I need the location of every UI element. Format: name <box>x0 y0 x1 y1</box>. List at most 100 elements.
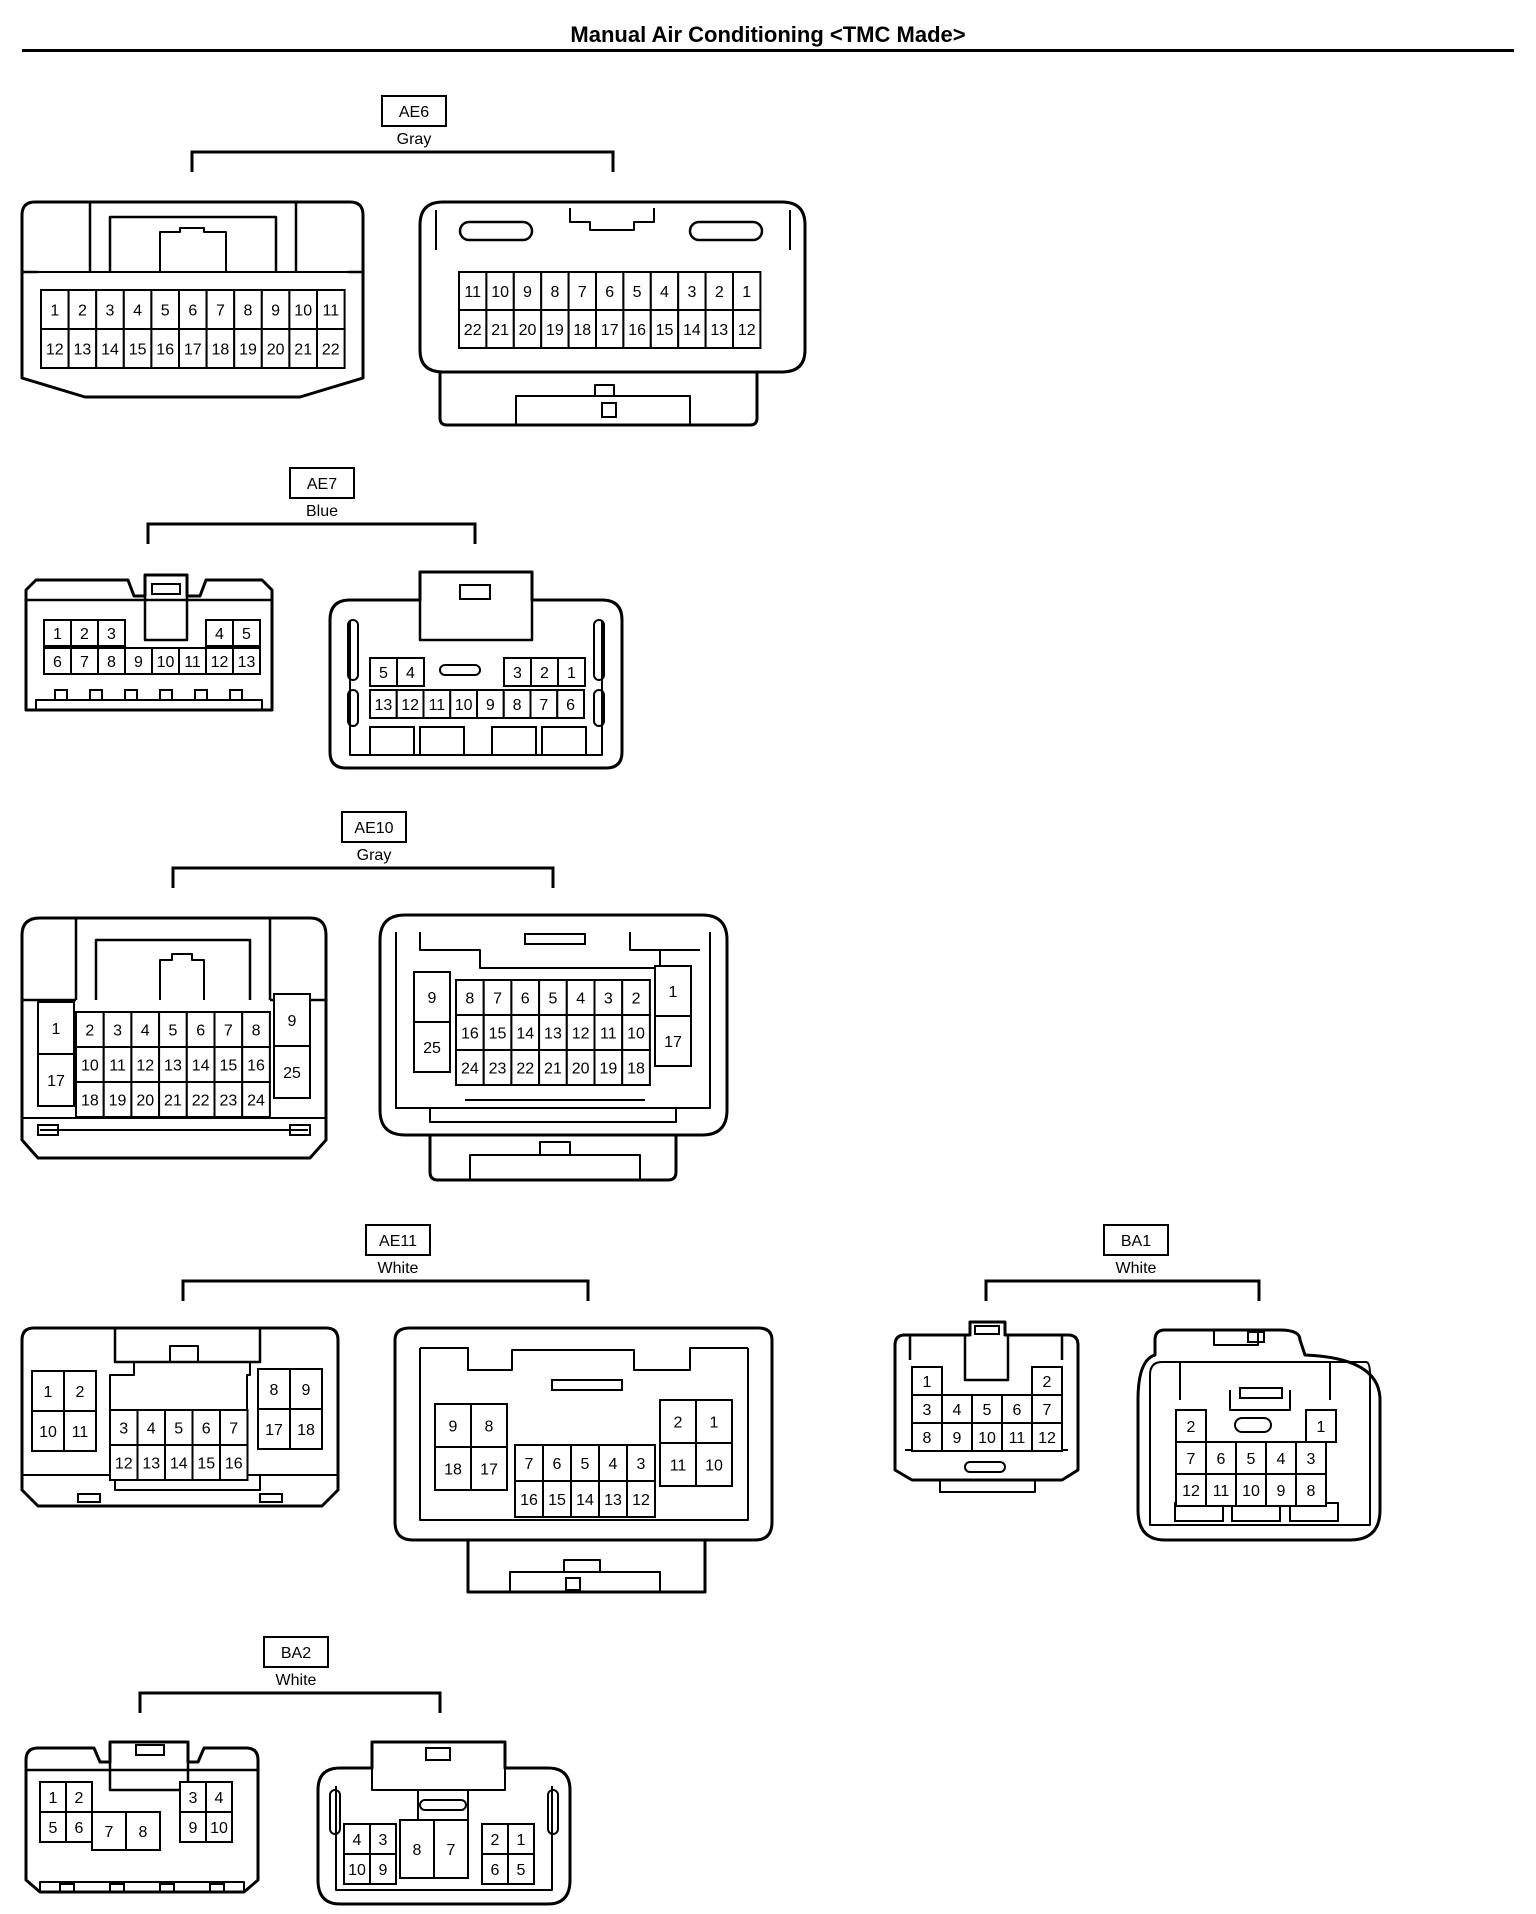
housing-outline <box>428 1135 678 1182</box>
pairing-bracket <box>138 1691 442 1713</box>
pin-number: 6 <box>75 1820 84 1837</box>
connector-id-box <box>381 95 447 127</box>
connector-pin: 6 <box>185 1011 216 1048</box>
pin-cell <box>570 1480 600 1518</box>
connector-pin: 8 <box>1295 1473 1327 1507</box>
pin-number: 6 <box>1217 1451 1226 1468</box>
connector-pin: 13 <box>67 328 98 369</box>
pin-number: 12 <box>211 654 229 671</box>
pin-cell <box>40 328 70 369</box>
pin-number: 12 <box>1182 1483 1200 1500</box>
connector-pin: 13 <box>598 1480 628 1518</box>
connector-pin: 11 <box>458 271 488 311</box>
connector-pin: 6 <box>1205 1441 1237 1475</box>
connector-pin: 21 <box>538 1049 568 1086</box>
housing-outline <box>419 932 700 969</box>
connector-pin: 17 <box>470 1446 508 1491</box>
connector-pin: 19 <box>540 309 570 349</box>
pin-number: 7 <box>1043 1402 1052 1419</box>
pin-cell <box>70 647 99 675</box>
pin-number: 7 <box>578 284 587 301</box>
connector-pin: 3 <box>369 1823 397 1855</box>
connector-pin: 9 <box>941 1422 973 1452</box>
pin-cell <box>732 309 762 349</box>
pin-number: 10 <box>491 284 509 301</box>
pin-cell <box>97 647 126 675</box>
pin-number: 17 <box>601 322 619 339</box>
connector-pin: 1 <box>31 1370 65 1412</box>
connector-color: White <box>378 1260 419 1277</box>
pin-number: 17 <box>47 1073 65 1090</box>
connector-pin: 1 <box>43 619 72 647</box>
connector-pin: 5 <box>150 289 180 330</box>
connector-pin: 6 <box>595 271 625 311</box>
pin-number: 13 <box>710 322 728 339</box>
pin-cell <box>95 328 125 369</box>
connector-pin: 6 <box>481 1853 509 1885</box>
pin-number: 6 <box>196 1023 205 1040</box>
connector-pin: 1 <box>732 271 762 311</box>
pin-cell <box>109 1409 139 1446</box>
pin-cell <box>502 689 532 719</box>
connector-pin: 5 <box>971 1394 1003 1424</box>
connector-pin: 10 <box>621 1014 651 1051</box>
pin-number: 10 <box>705 1458 723 1475</box>
connector-pin: 15 <box>191 1444 221 1481</box>
connector-pin: 2 <box>1175 1409 1207 1443</box>
pin-cell <box>260 328 291 369</box>
connector-pin: 7 <box>1031 1394 1063 1424</box>
pin-number: 6 <box>491 1862 500 1879</box>
pin-number: 14 <box>101 342 119 359</box>
connector-pin: 14 <box>677 309 707 349</box>
connector-pin: 22 <box>316 328 346 369</box>
connector-color: White <box>276 1672 317 1689</box>
pin-number: 13 <box>544 1026 562 1043</box>
housing-outline <box>1179 1362 1331 1411</box>
connector-pin: 10 <box>151 647 180 675</box>
pin-number: 18 <box>212 342 230 359</box>
connector-pin: 12 <box>565 1014 596 1051</box>
connector-pin: 10 <box>971 1422 1003 1452</box>
pin-number: 5 <box>517 1862 526 1879</box>
pin-cell <box>151 647 180 675</box>
pin-number: 20 <box>519 322 537 339</box>
pin-number: 8 <box>270 1382 279 1399</box>
connector-pin: 12 <box>626 1480 656 1518</box>
connector-pin: 3 <box>503 657 532 687</box>
housing-outline <box>893 1320 1080 1482</box>
connector-pin: 11 <box>1205 1473 1237 1507</box>
housing-outline <box>438 372 759 427</box>
pin-number: 3 <box>379 1832 388 1849</box>
pin-cell <box>396 657 425 687</box>
connector-pin: 7 <box>70 647 99 675</box>
pairing-bracket <box>190 150 615 172</box>
pin-number: 10 <box>978 1430 996 1447</box>
pin-number: 10 <box>81 1058 99 1075</box>
pin-cell <box>413 1021 451 1073</box>
pin-number: 10 <box>1242 1483 1260 1500</box>
pin-number: 4 <box>353 1832 362 1849</box>
pin-number: 11 <box>670 1458 687 1475</box>
pin-number: 5 <box>379 665 388 682</box>
pin-cell <box>109 1444 139 1481</box>
pin-number: 6 <box>53 654 62 671</box>
connector-pin: 3 <box>677 271 707 311</box>
pin-number: 5 <box>168 1023 177 1040</box>
connector-pin: 17 <box>595 309 625 349</box>
pin-cell <box>1265 1473 1297 1507</box>
connector-pin: 5 <box>232 619 261 647</box>
pin-number: 13 <box>238 654 256 671</box>
pin-number: 23 <box>489 1061 507 1078</box>
connector-pin: 10 <box>288 289 318 330</box>
connector-pin: 15 <box>482 1014 513 1051</box>
connector-pin: 6 <box>178 289 208 330</box>
pin-cell <box>232 619 261 647</box>
connector-pin: 8 <box>125 1811 161 1851</box>
housing-outline <box>22 1117 326 1131</box>
pin-number: 1 <box>669 984 678 1001</box>
pin-number: 16 <box>247 1058 265 1075</box>
pin-cell <box>65 1811 93 1843</box>
pin-number: 7 <box>216 303 225 320</box>
connector-pin: 17 <box>257 1408 291 1450</box>
